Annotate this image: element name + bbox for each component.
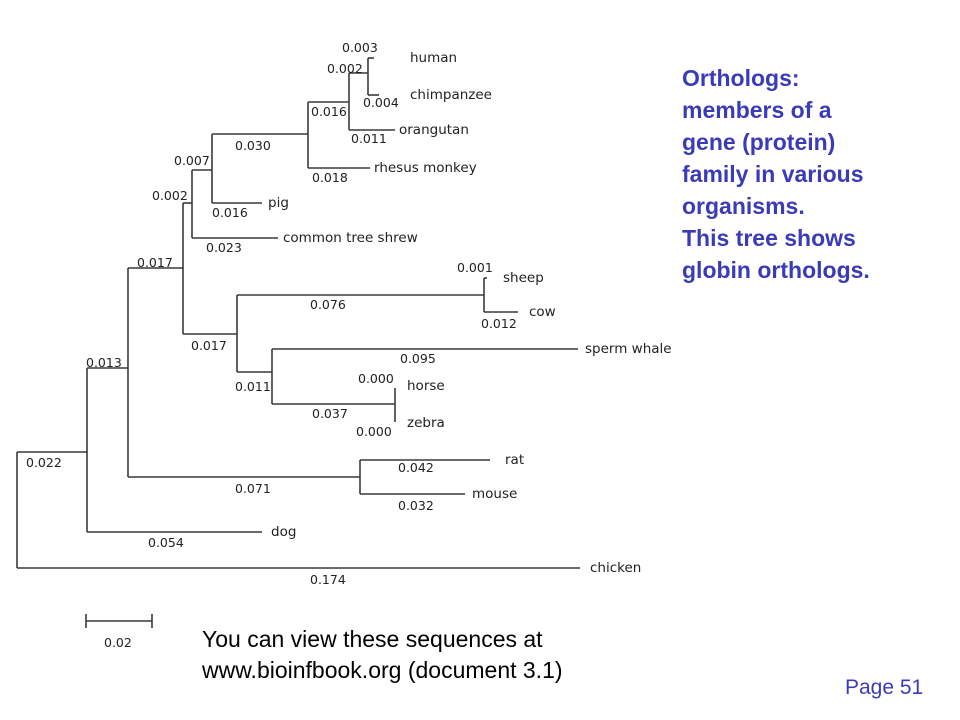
taxon-dog: dog [271, 524, 296, 540]
taxon-cow: cow [529, 304, 556, 320]
branch-length-shrew: 0.023 [206, 240, 242, 255]
explanation-line-1: Orthologs: [682, 65, 800, 91]
taxon-chimpanzee: chimpanzee [410, 87, 492, 103]
branch-length-primates-stem: 0.030 [235, 138, 271, 153]
branch-length-upper-stem: 0.002 [152, 188, 188, 203]
branch-length-zebra: 0.000 [356, 424, 392, 439]
branch-length-equids-stem: 0.037 [312, 406, 348, 421]
taxon-chicken: chicken [590, 560, 641, 576]
taxon-zebra: zebra [407, 415, 445, 431]
note-line-2: www.bioinfbook.org (document 3.1) [202, 657, 563, 683]
branch-length-great-apes-stem: 0.016 [311, 104, 347, 119]
explanation-line-4: family in various [682, 161, 864, 187]
branch-length-sheep: 0.001 [457, 260, 493, 275]
taxon-common-tree-shrew: common tree shrew [283, 230, 418, 246]
taxon-orangutan: orangutan [399, 122, 469, 138]
branch-length-cow: 0.012 [481, 316, 517, 331]
branch-length-mouse: 0.032 [398, 498, 434, 513]
branch-length-orangutan: 0.011 [351, 131, 387, 146]
branch-length-whale-equids-stem: 0.011 [235, 379, 271, 394]
scale-bar-label: 0.02 [104, 635, 132, 650]
taxon-mouse: mouse [472, 486, 517, 502]
branch-length-human-chimp-stem: 0.002 [327, 61, 363, 76]
branch-length-lower-stem: 0.017 [191, 338, 227, 353]
branch-length-pig: 0.016 [212, 205, 248, 220]
branch-length-ruminants-stem: 0.076 [310, 297, 346, 312]
branch-length-whale: 0.095 [400, 351, 436, 366]
sequences-note: You can view these sequences at www.bioi… [202, 624, 762, 686]
branch-length-human: 0.003 [342, 40, 378, 55]
orthologs-explanation: Orthologs: members of a gene (protein) f… [682, 62, 952, 286]
branch-length-dog: 0.054 [148, 535, 184, 550]
branch-length-horse: 0.000 [358, 371, 394, 386]
phylogenetic-tree: human chimpanzee orangutan rhesus monkey… [16, 40, 672, 650]
page-number: Page 51 [845, 676, 924, 699]
branch-length-chicken: 0.174 [310, 572, 346, 587]
branch-length-rhesus: 0.018 [312, 170, 348, 185]
branch-length-rodents-stem: 0.071 [235, 481, 271, 496]
note-line-1: You can view these sequences at [202, 626, 543, 652]
explanation-line-6: This tree shows [682, 225, 856, 251]
branch-length-chimpanzee: 0.004 [363, 95, 399, 110]
explanation-line-5: organisms. [682, 193, 805, 219]
taxon-sperm-whale: sperm whale [585, 341, 672, 357]
taxon-pig: pig [268, 195, 289, 211]
branch-length-mammals-rodents-stem: 0.013 [86, 355, 122, 370]
branch-length-mammals-stem: 0.017 [137, 255, 173, 270]
explanation-line-7: globin orthologs. [682, 257, 870, 283]
branch-length-rat: 0.042 [398, 460, 434, 475]
taxon-rat: rat [505, 452, 524, 468]
taxon-labels: human chimpanzee orangutan rhesus monkey… [268, 50, 672, 576]
taxon-horse: horse [407, 378, 445, 394]
explanation-line-2: members of a [682, 97, 832, 123]
taxon-sheep: sheep [503, 270, 544, 286]
branch-length-labels: 0.003 0.002 0.004 0.016 0.011 0.030 0.01… [26, 40, 517, 587]
branch-length-root-mammals: 0.022 [26, 455, 62, 470]
tree-branches [16, 57, 580, 628]
taxon-human: human [410, 50, 457, 66]
branch-length-primates-pig-stem: 0.007 [174, 153, 210, 168]
explanation-line-3: gene (protein) [682, 129, 836, 155]
taxon-rhesus-monkey: rhesus monkey [374, 160, 477, 176]
